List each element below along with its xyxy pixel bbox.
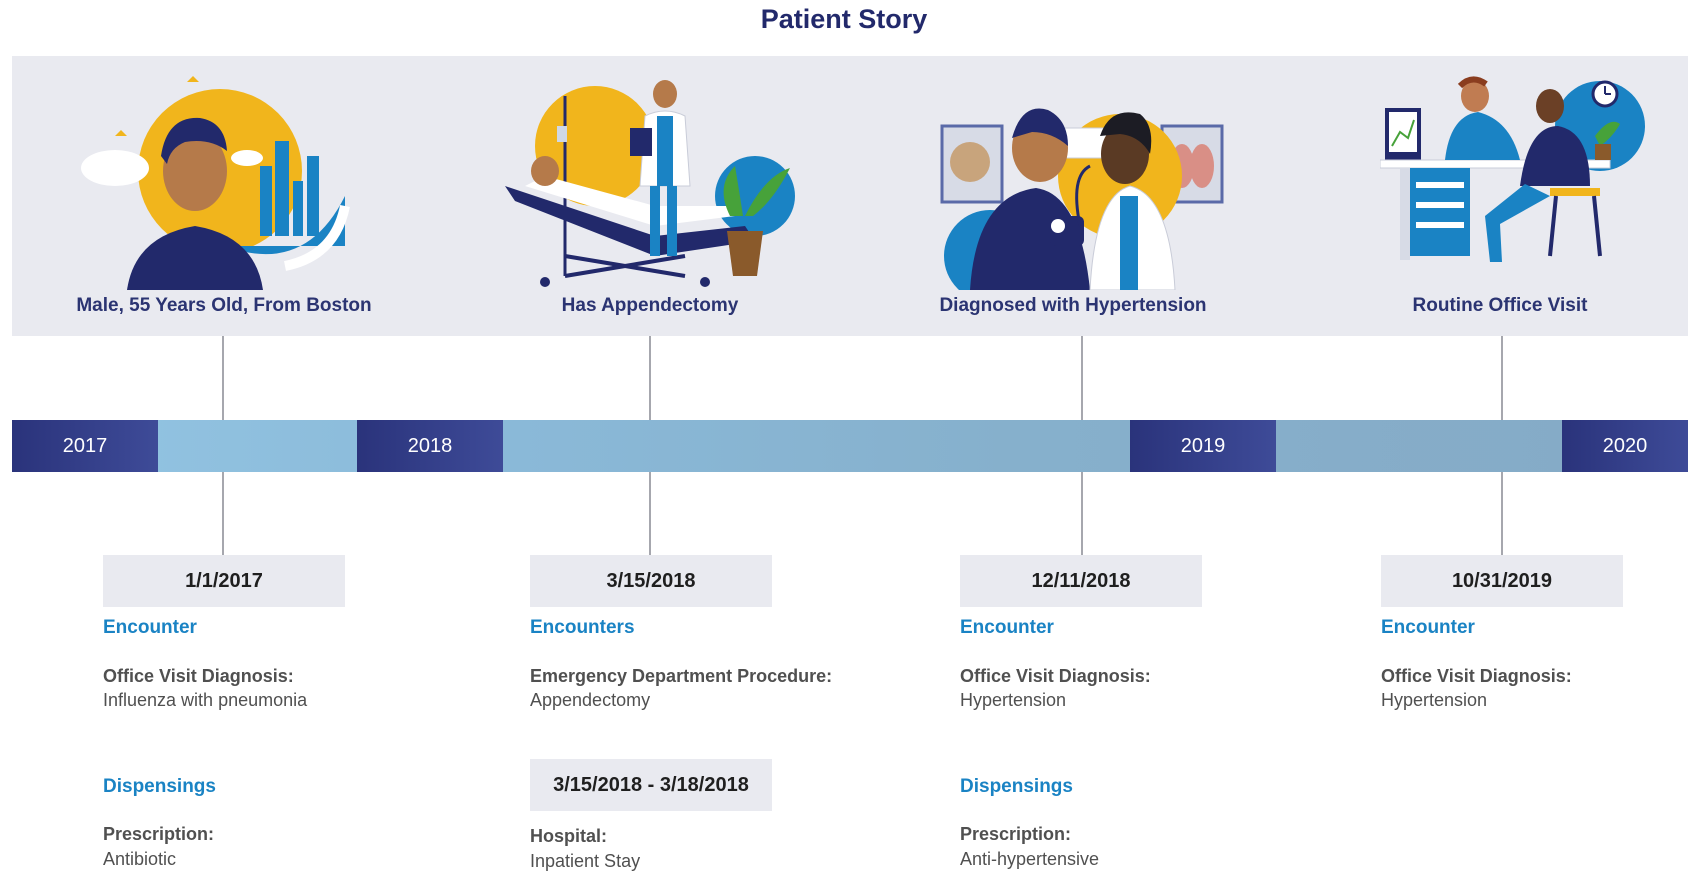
dispensing-heading-1: Dispensings bbox=[103, 776, 216, 797]
timeline-bar: 2017 2018 2019 2020 bbox=[12, 420, 1688, 472]
blood-pressure-illustration bbox=[940, 76, 1240, 290]
encounter-value-4: Hypertension bbox=[1381, 690, 1488, 710]
encounter-heading-3: Encounter bbox=[960, 617, 1054, 638]
encounter-label-1: Office Visit Diagnosis: bbox=[103, 666, 294, 686]
event-caption-1: Male, 55 Years Old, From Boston bbox=[76, 295, 372, 316]
encounter-value-1: Influenza with pneumonia bbox=[103, 690, 308, 710]
stay-label: Hospital: bbox=[530, 826, 608, 846]
encounter-value-3: Hypertension bbox=[960, 690, 1067, 710]
event-date-3: 12/11/2018 bbox=[960, 555, 1202, 607]
stay-date-range: 3/15/2018 - 3/18/2018 bbox=[530, 759, 772, 811]
page-title: Patient Story bbox=[760, 4, 928, 34]
encounter-label-3: Office Visit Diagnosis: bbox=[960, 666, 1151, 686]
dispensing-label-1: Prescription: bbox=[103, 824, 215, 844]
event-date-1: 1/1/2017 bbox=[103, 555, 345, 607]
patient-boston-illustration bbox=[75, 76, 375, 290]
dispensing-value-1: Antibiotic bbox=[103, 849, 177, 869]
event-caption-2: Has Appendectomy bbox=[561, 295, 739, 316]
event-caption-4: Routine Office Visit bbox=[1412, 295, 1588, 316]
encounter-heading-4: Encounter bbox=[1381, 617, 1475, 638]
year-marker-2017: 2017 bbox=[12, 420, 158, 472]
dispensing-heading-3: Dispensings bbox=[960, 776, 1073, 797]
encounter-heading-2: Encounters bbox=[530, 617, 635, 638]
event-date-2: 3/15/2018 bbox=[530, 555, 772, 607]
event-caption-3: Diagnosed with Hypertension bbox=[939, 295, 1207, 316]
dispensing-label-3: Prescription: bbox=[960, 824, 1072, 844]
year-marker-2019: 2019 bbox=[1130, 420, 1276, 472]
encounter-label-4: Office Visit Diagnosis: bbox=[1381, 666, 1572, 686]
office-visit-illustration bbox=[1380, 76, 1680, 290]
dispensing-value-3: Anti-hypertensive bbox=[960, 849, 1100, 869]
year-marker-2020: 2020 bbox=[1562, 420, 1688, 472]
encounter-value-2: Appendectomy bbox=[530, 690, 651, 710]
hospital-bed-illustration bbox=[505, 76, 805, 290]
encounter-label-2: Emergency Department Procedure: bbox=[530, 666, 833, 686]
stay-value: Inpatient Stay bbox=[530, 851, 641, 871]
event-date-4: 10/31/2019 bbox=[1381, 555, 1623, 607]
year-marker-2018: 2018 bbox=[357, 420, 503, 472]
encounter-heading-1: Encounter bbox=[103, 617, 197, 638]
